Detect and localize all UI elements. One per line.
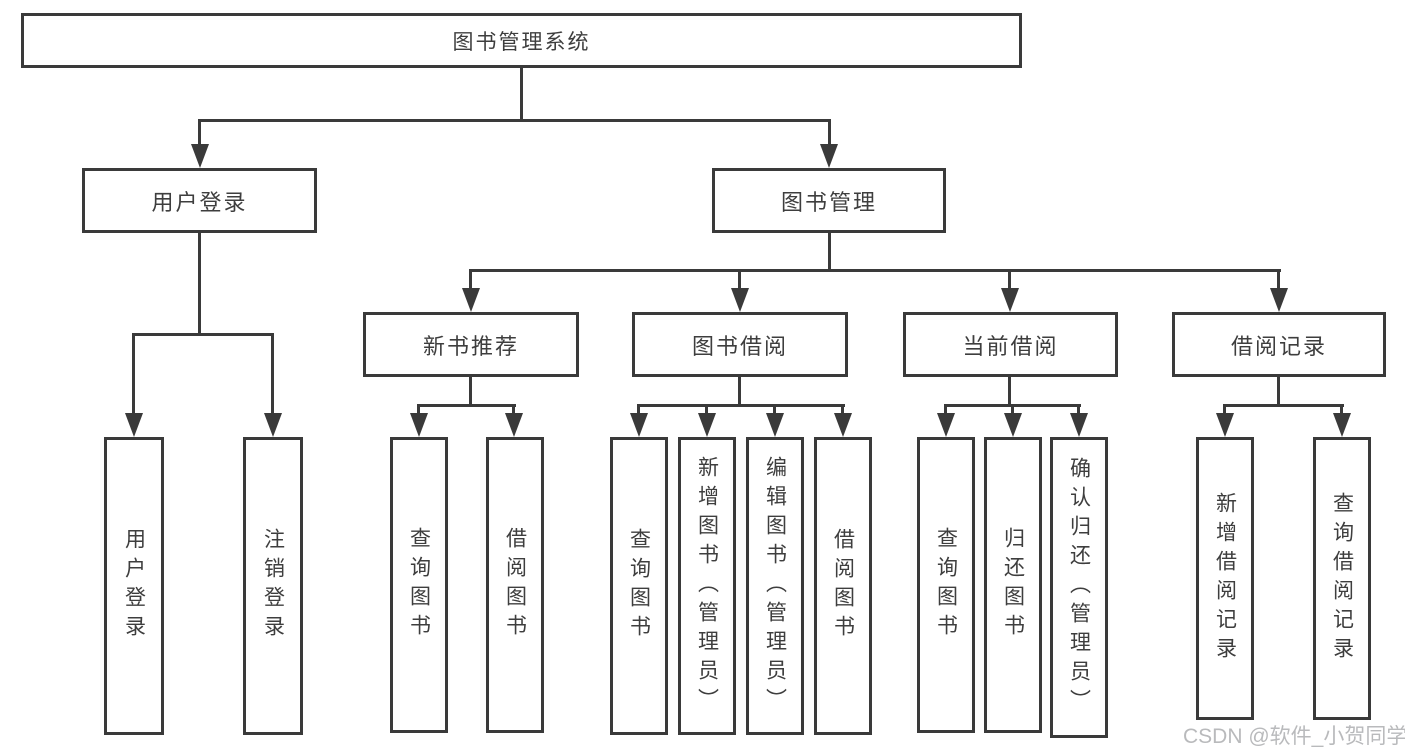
node-root: 图书管理系统 [21,13,1022,68]
node-book-borrow: 图书借阅 [632,312,848,377]
arrowhead-down-icon [1216,413,1234,437]
node-label: 图书借阅 [691,333,788,359]
connector-borrowrecords-stem [1277,376,1280,407]
connector-currentborrow-stem [1008,376,1011,407]
node-current-borrow: 当前借阅 [903,312,1118,377]
leaf-query-books-2: 查询图书 [610,437,668,735]
arrowhead-down-icon [1270,288,1288,312]
connector-arrow-stem [512,404,515,416]
arrowhead-down-icon [462,288,480,312]
connector-arrow-stem [773,404,776,416]
connector-arrow-stem [705,404,708,416]
leaf-label: 新增图书（管理员） [695,455,719,717]
node-borrow-records: 借阅记录 [1172,312,1386,377]
leaf-query-borrow-record: 查询借阅记录 [1313,437,1371,720]
connector-userlogin-stem [198,232,201,336]
connector-arrow-stem [1008,269,1011,290]
node-label: 图书管理 [780,189,877,215]
connector-bookmgmt-stem [828,231,831,272]
leaf-label: 借阅图书 [831,528,855,644]
connector-arrow-stem [1077,404,1080,416]
connector-arrow-stem [841,404,844,416]
node-user-login: 用户登录 [82,168,317,233]
connector-userlogin-horizontal [132,333,274,336]
leaf-borrow-books-2: 借阅图书 [814,437,872,735]
arrowhead-down-icon [766,413,784,437]
leaf-label: 借阅图书 [503,527,527,643]
arrowhead-down-icon [264,413,282,437]
connector-arrow-stem [1223,404,1226,416]
leaf-logout: 注销登录 [243,437,303,735]
leaf-return-books: 归还图书 [984,437,1042,733]
node-label: 新书推荐 [422,333,519,359]
leaf-label: 查询图书 [407,527,431,643]
arrowhead-down-icon [937,413,955,437]
arrowhead-down-icon [820,144,838,168]
leaf-label: 查询图书 [627,528,651,644]
leaf-label: 注销登录 [261,528,285,644]
arrowhead-down-icon [834,413,852,437]
node-label: 当前借阅 [962,333,1059,359]
csdn-watermark: CSDN @软件_小贺同学 [1183,725,1405,747]
connector-arrow-stem [1011,404,1014,416]
connector-arrow-stem [828,119,831,146]
connector-level2-horizontal [469,269,1281,272]
leaf-label: 用户登录 [122,528,146,644]
arrowhead-down-icon [410,413,428,437]
leaf-label: 新增借阅记录 [1213,491,1237,666]
connector-arrow-stem [469,269,472,290]
arrowhead-down-icon [698,413,716,437]
connector-arrow-stem [417,404,420,416]
connector-arrow-stem [738,269,741,290]
leaf-query-books-1: 查询图书 [390,437,448,733]
arrowhead-down-icon [191,144,209,168]
connector-arrow-stem [271,333,274,415]
connector-bookborrow-stem [738,376,741,407]
arrowhead-down-icon [125,413,143,437]
leaf-label: 查询借阅记录 [1330,491,1354,666]
connector-level1-horizontal [198,119,831,122]
connector-newbooks-stem [469,376,472,407]
arrowhead-down-icon [1333,413,1351,437]
connector-root-stem [520,66,523,121]
leaf-borrow-books-1: 借阅图书 [486,437,544,733]
connector-arrow-stem [132,333,135,415]
node-new-book-recommend: 新书推荐 [363,312,579,377]
arrowhead-down-icon [1070,413,1088,437]
node-root-label: 图书管理系统 [452,30,591,54]
arrowhead-down-icon [505,413,523,437]
connector-bookborrow-horizontal [637,404,845,407]
leaf-label: 确认归还（管理员） [1067,457,1091,718]
node-label: 用户登录 [151,189,248,215]
connector-arrow-stem [637,404,640,416]
connector-newbooks-horizontal [417,404,516,407]
connector-borrowrecords-horizontal [1223,404,1344,407]
node-book-management: 图书管理 [712,168,946,233]
leaf-edit-books-admin: 编辑图书（管理员） [746,437,804,735]
leaf-add-books-admin: 新增图书（管理员） [678,437,736,735]
connector-arrow-stem [1340,404,1343,416]
connector-arrow-stem [944,404,947,416]
leaf-user-login: 用户登录 [104,437,164,735]
arrowhead-down-icon [630,413,648,437]
leaf-add-borrow-record: 新增借阅记录 [1196,437,1254,720]
leaf-label: 归还图书 [1001,527,1025,643]
connector-arrow-stem [198,119,201,146]
connector-arrow-stem [1277,269,1280,290]
leaf-label: 编辑图书（管理员） [763,455,787,717]
arrowhead-down-icon [1001,288,1019,312]
node-label: 借阅记录 [1230,333,1327,359]
leaf-query-books-3: 查询图书 [917,437,975,733]
leaf-confirm-return-admin: 确认归还（管理员） [1050,437,1108,738]
leaf-label: 查询图书 [934,527,958,643]
arrowhead-down-icon [731,288,749,312]
arrowhead-down-icon [1004,413,1022,437]
